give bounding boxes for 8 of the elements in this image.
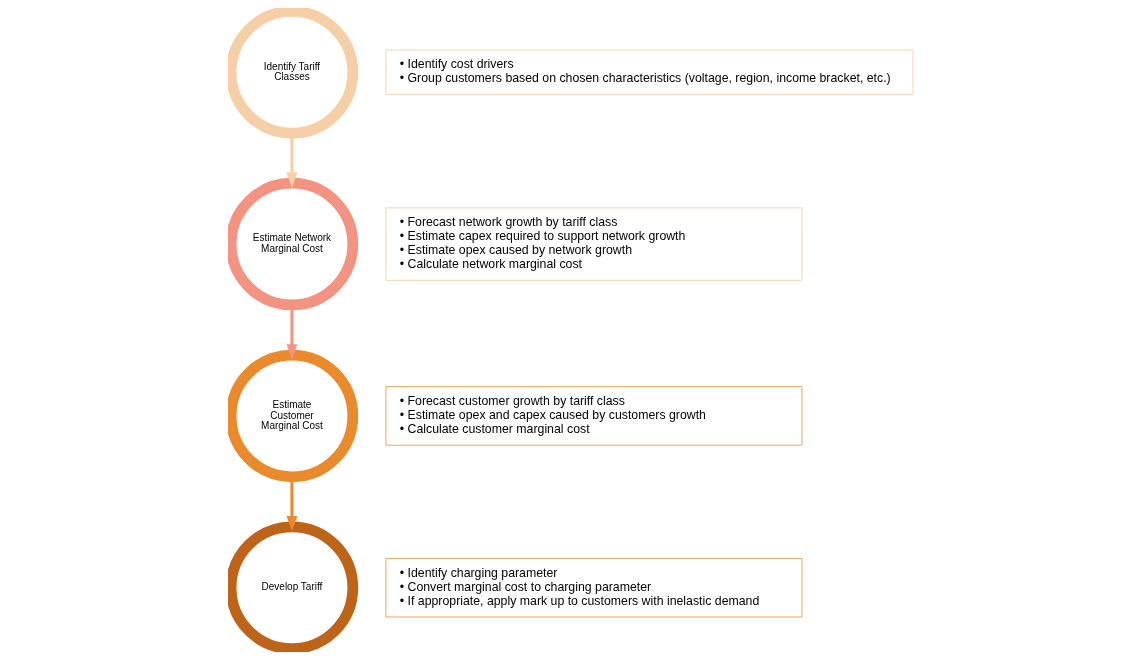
node-circle: Identify Tariff Classes <box>228 8 359 139</box>
node-box: • Forecast customer growth by tariff class • Estimate opex and capex caused by customers growth • Calculate customer marginal cost <box>385 386 803 446</box>
node-box: • Forecast network growth by tariff class • Estimate capex required to support network growth • Estimate opex caused by network growth • Calculate network marginal cost <box>385 207 803 281</box>
node-circle: Estimate Network Marginal Cost <box>228 177 359 311</box>
node-circle: Develop Tariff <box>228 521 359 652</box>
node-box: • Identify cost drivers • Group customers based on chosen characteristics (voltage, region, income bracket, etc.) <box>385 49 914 95</box>
node-circle: Estimate Customer Marginal Cost <box>228 349 359 483</box>
node-box: • Identify charging parameter • Convert marginal cost to charging parameter • If appropriate, apply mark up to customers with inelastic demand <box>385 558 803 618</box>
